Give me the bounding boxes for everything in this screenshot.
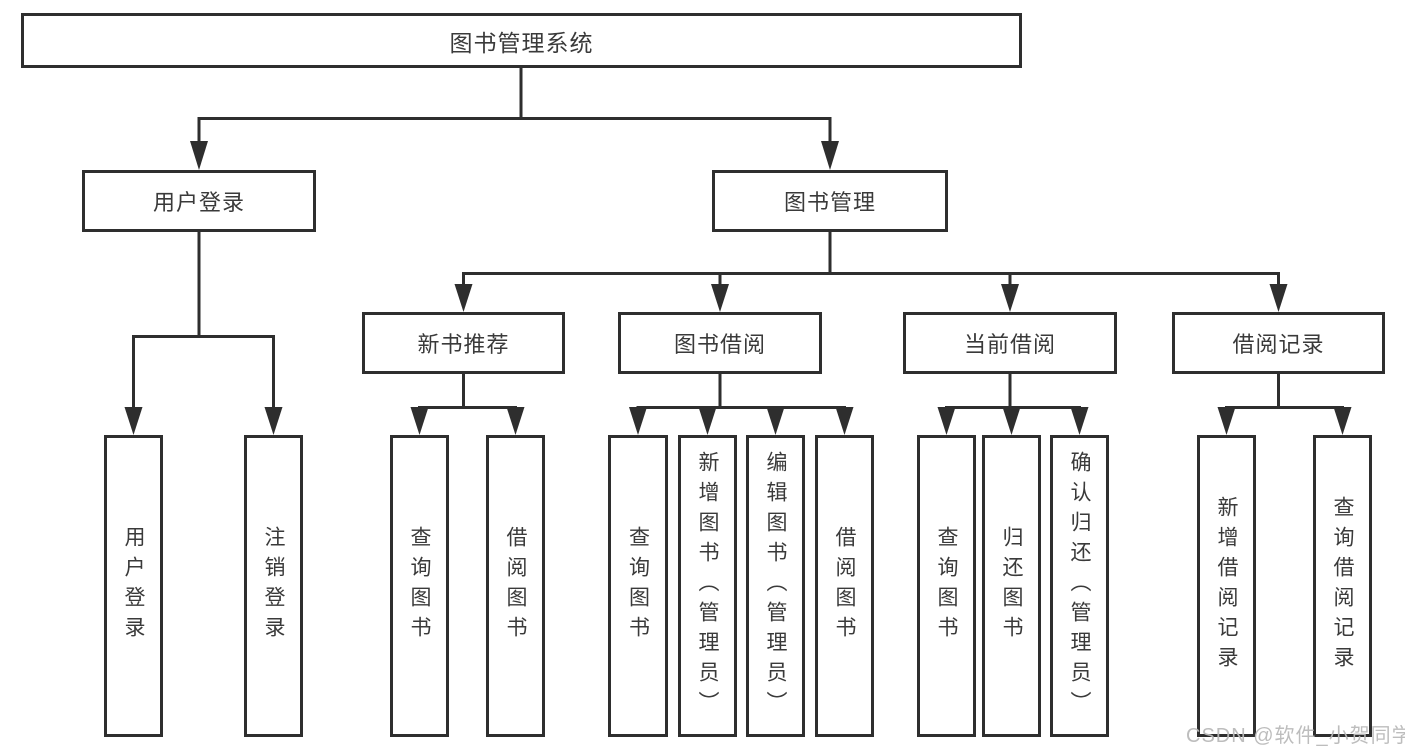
leaf-query-books-recommend: 查询图书 [390,435,449,737]
leaf-confirm-return-admin: 确认归还（管理员） [1050,435,1109,737]
node-book-management: 图书管理 [712,170,948,232]
node-label: 新增图书（管理员） [696,451,719,721]
node-label: 查询图书 [408,526,431,646]
node-label: 查询图书 [935,526,958,646]
node-label: 用户登录 [152,190,245,215]
leaf-add-borrow-record: 新增借阅记录 [1197,435,1256,737]
leaf-add-book-admin: 新增图书（管理员） [678,435,737,737]
leaf-logout: 注销登录 [244,435,303,737]
node-book-borrowing: 图书借阅 [618,312,822,374]
node-label: 用户登录 [122,526,145,646]
node-new-book-recommendation: 新书推荐 [362,312,565,374]
node-label: 查询图书 [626,526,650,646]
watermark: CSDN @软件_小贺同学 [1186,725,1405,747]
leaf-borrow-books-borrowing: 借阅图书 [815,435,874,737]
node-label: 当前借阅 [963,332,1056,357]
node-label: 查询借阅记录 [1331,496,1354,676]
leaf-return-books: 归还图书 [982,435,1041,737]
node-label: 确认归还（管理员） [1068,451,1091,721]
node-borrowing-records: 借阅记录 [1172,312,1385,374]
node-label: 新增借阅记录 [1215,496,1238,676]
node-label: 借阅记录 [1232,332,1325,357]
leaf-query-books-current: 查询图书 [917,435,976,737]
node-label: 编辑图书（管理员） [764,451,787,721]
node-current-borrowing: 当前借阅 [903,312,1117,374]
node-user-login: 用户登录 [82,170,316,232]
node-label: 借阅图书 [504,526,527,646]
node-label: 借阅图书 [833,526,856,646]
leaf-user-login: 用户登录 [104,435,163,737]
node-label: 图书借阅 [673,332,766,357]
node-label: 新书推荐 [417,332,510,357]
leaf-borrow-books-recommend: 借阅图书 [486,435,545,737]
node-library-management-system: 图书管理系统 [21,13,1022,68]
leaf-query-books-borrowing: 查询图书 [608,435,668,737]
node-label: 图书管理系统 [449,29,594,56]
leaf-edit-book-admin: 编辑图书（管理员） [746,435,805,737]
node-label: 归还图书 [1000,526,1023,646]
node-label: 注销登录 [262,526,285,646]
leaf-query-borrow-record: 查询借阅记录 [1313,435,1372,737]
node-label: 图书管理 [783,190,876,215]
